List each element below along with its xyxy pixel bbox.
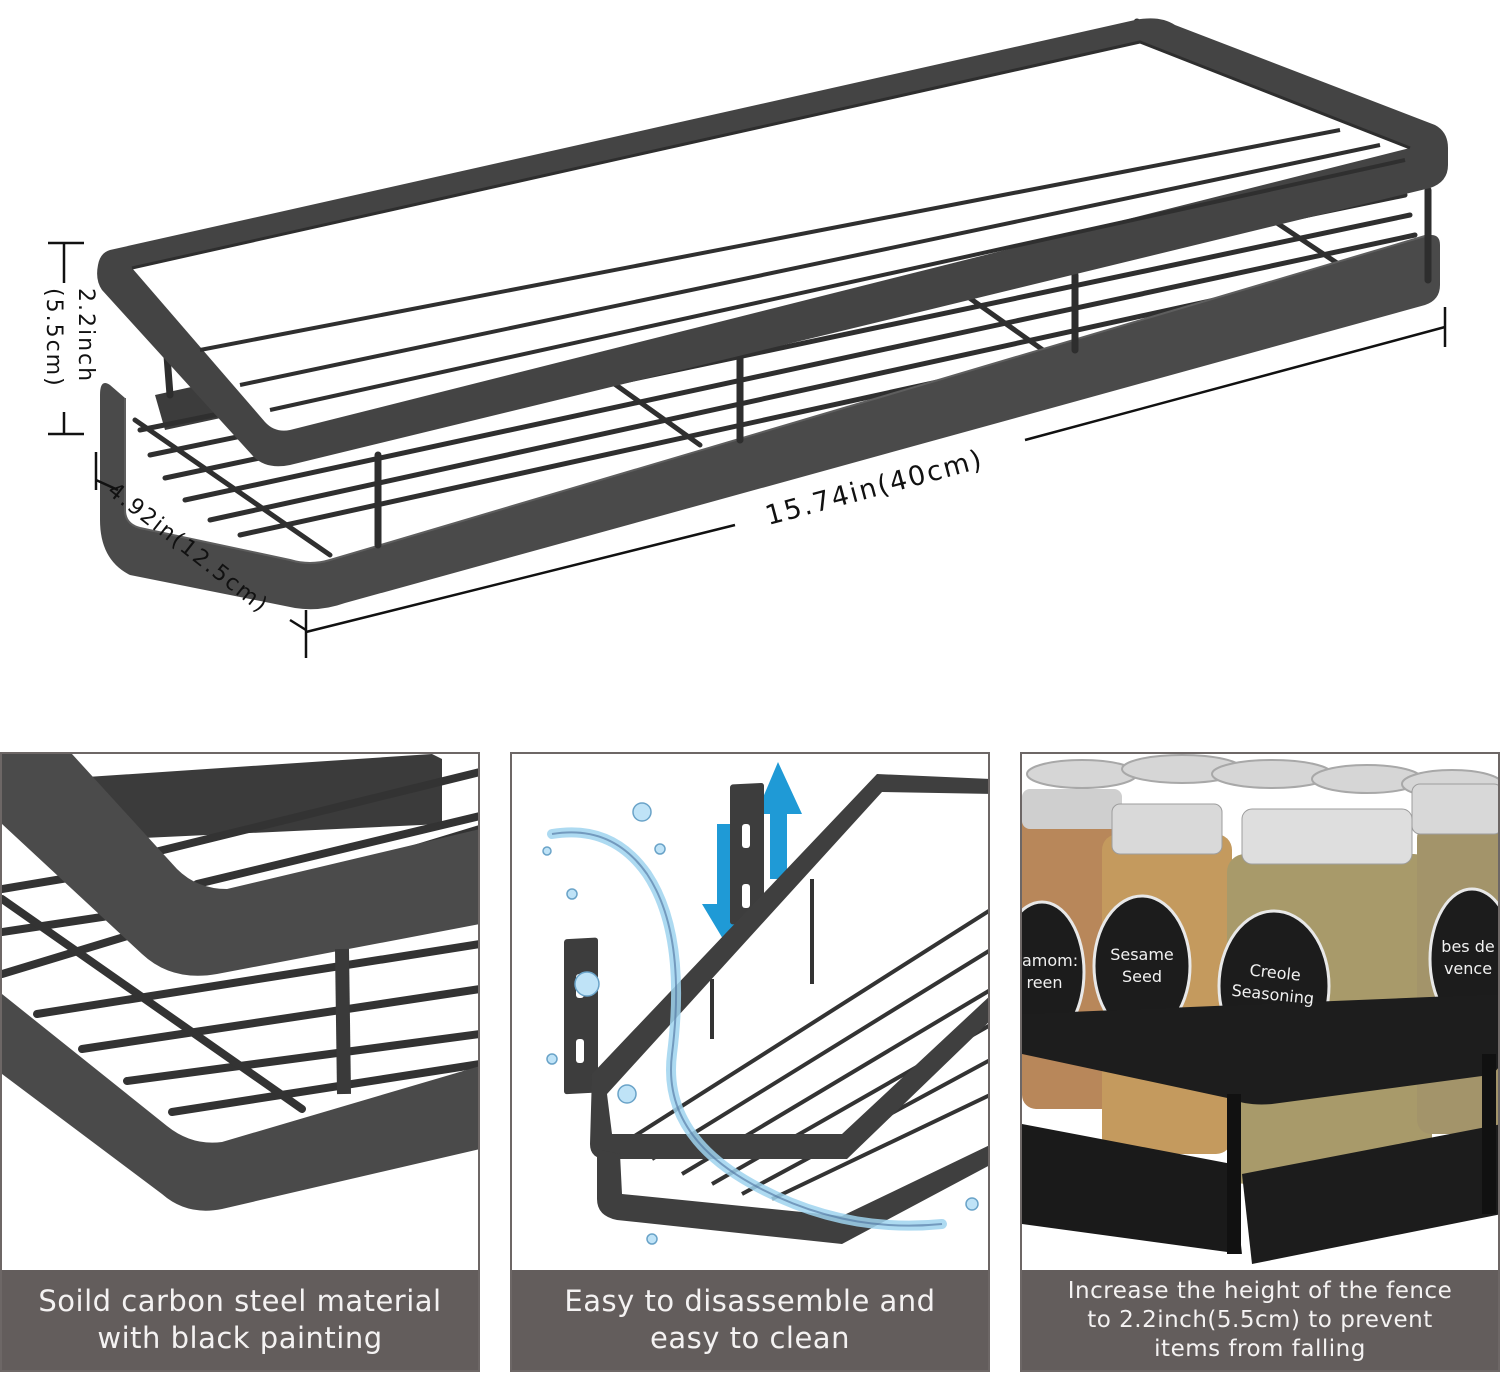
- fence-height-feature-panel: amom: reen Sesame Seed Creole Seasoning …: [1020, 752, 1500, 1372]
- caption-line: easy to clean: [650, 1321, 850, 1355]
- caption-line: with black painting: [97, 1321, 383, 1355]
- arrow-up-icon: [756, 762, 802, 879]
- mounting-water-illustration: [512, 754, 988, 1274]
- disassemble-feature-panel: Easy to disassemble and easy to clean: [510, 752, 990, 1372]
- caption-line: items from falling: [1154, 1335, 1366, 1362]
- wall-shelf-rack-illustration: [48, 18, 1449, 658]
- product-dimension-view: 2.2inch (5.5cm) 4.92in(12.5cm) 15.74in(4…: [41, 18, 1449, 658]
- height-cm-text: (5.5cm): [41, 288, 66, 388]
- height-inch-text: 2.2inch: [73, 288, 98, 384]
- jar-label: amom: reen: [1022, 951, 1079, 992]
- height-dimension-label: 2.2inch: [73, 288, 98, 383]
- disassemble-caption: Easy to disassemble and easy to clean: [512, 1270, 988, 1370]
- caption-line: Easy to disassemble and: [564, 1284, 936, 1318]
- material-caption: Soild carbon steel material with black p…: [2, 1270, 478, 1370]
- rack-closeup-illustration: [2, 754, 478, 1274]
- jar-label: bes de vence: [1441, 937, 1495, 978]
- jar-label: Sesame Seed: [1110, 945, 1174, 986]
- material-feature-panel: Soild carbon steel material with black p…: [0, 752, 480, 1372]
- fence-height-caption: Increase the height of the fence to 2.2i…: [1022, 1270, 1498, 1370]
- height-cm-dimension-label: (5.5cm): [41, 288, 66, 388]
- caption-line: Increase the height of the fence: [1067, 1277, 1453, 1304]
- spice-jars-photo: amom: reen Sesame Seed Creole Seasoning …: [1022, 754, 1498, 1274]
- caption-line: to 2.2inch(5.5cm) to prevent: [1087, 1306, 1433, 1333]
- caption-line: Soild carbon steel material: [38, 1284, 442, 1318]
